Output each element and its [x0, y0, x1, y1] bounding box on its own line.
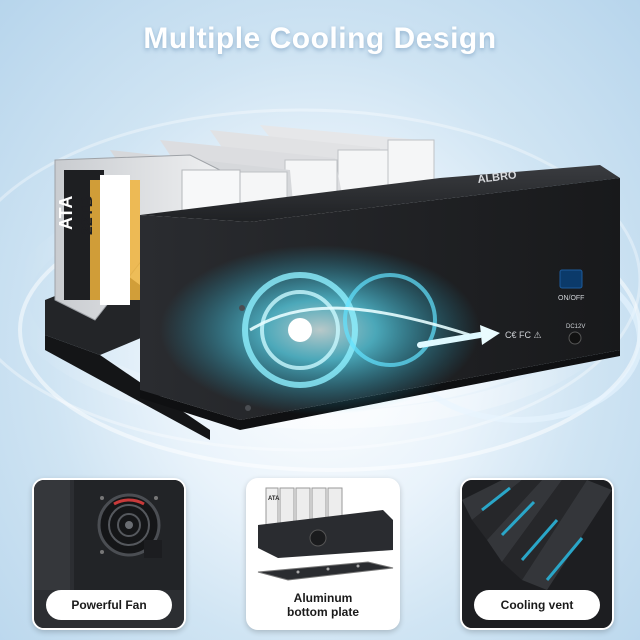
feature-label-line1: Aluminum [293, 591, 353, 605]
svg-text:C€ FC ⚠: C€ FC ⚠ [505, 330, 542, 340]
airflow-glow [160, 245, 500, 415]
page-title: Multiple Cooling Design [143, 22, 497, 55]
feature-label-powerful-fan: Powerful Fan [46, 590, 172, 620]
airflow-arrow-icon [417, 332, 483, 348]
svg-text:ATA: ATA [268, 496, 280, 502]
power-switch [559, 269, 583, 289]
feature-label-line2: bottom plate [287, 605, 359, 619]
device-top [140, 165, 620, 222]
vent-icon [481, 486, 511, 512]
feature-card-cooling-vent: Cooling vent [460, 478, 614, 630]
brand-text: ALBRO [477, 169, 518, 186]
dc-port [568, 331, 582, 345]
docking-station-image: ATA 22TB ALBRO ON/OFF DC12V C€ FC ⚠ [45, 125, 620, 440]
fan-icon [125, 521, 133, 529]
svg-text:DC12V: DC12V [566, 324, 585, 330]
feature-label-cooling-vent: Cooling vent [474, 590, 600, 620]
svg-text:ON/OFF: ON/OFF [558, 295, 584, 302]
drive-capacity-text: 22TB [79, 196, 96, 235]
drive-brand-text: ATA [56, 196, 76, 230]
feature-card-powerful-fan: Powerful Fan [32, 478, 186, 630]
